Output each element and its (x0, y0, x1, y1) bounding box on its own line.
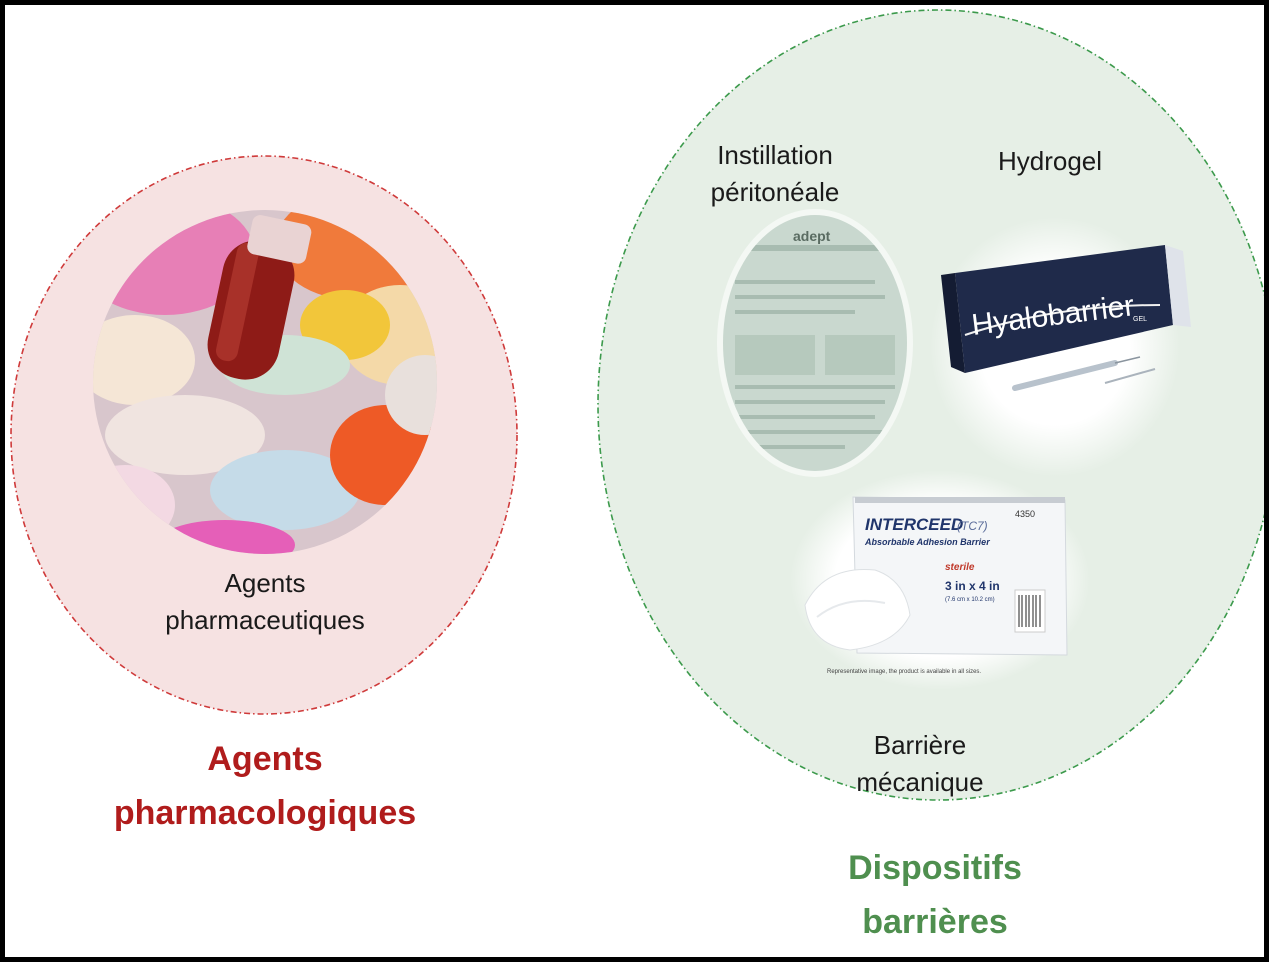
interceed-code-text: (TC7) (957, 519, 988, 533)
interceed-number-text: 4350 (1015, 509, 1035, 519)
hyalobarrier-image: Hyalobarrier GEL (930, 217, 1191, 477)
interceed-line1-text: Absorbable Adhesion Barrier (864, 537, 990, 547)
barrier-devices-circle (597, 9, 1264, 801)
hyalobarrier-sub-text: GEL (1133, 316, 1147, 323)
interceed-size-text: 3 in x 4 in (945, 579, 1000, 593)
interceed-size-metric-text: (7.6 cm x 10.2 cm) (945, 597, 995, 603)
adept-brand-text: adept (793, 228, 831, 244)
adept-bag-image: adept (717, 209, 913, 477)
interceed-sterile-text: sterile (945, 562, 975, 573)
diagram-canvas: adept Hyalobarrier GEL INTERCEED (TC7) 4… (10, 9, 1264, 801)
peritoneal-instillation-label: Instillation péritonéale (710, 140, 840, 207)
interceed-caption-text: Representative image, the product is ava… (827, 669, 981, 675)
barrier-devices-title: Dispositifs barrières (848, 849, 1022, 941)
mechanical-barrier-label: Barrière mécanique (856, 730, 984, 797)
hydrogel-label: Hydrogel (997, 146, 1103, 176)
interceed-image: INTERCEED (TC7) 4350 Absorbable Adhesion… (790, 470, 1090, 690)
pharmaceutical-agents-label: Agents pharmaceutiques (165, 568, 365, 635)
pharmacological-agents-title: Agents pharmacologiques (113, 740, 417, 832)
interceed-brand-text: INTERCEED (865, 515, 963, 534)
pills-photo (93, 210, 437, 554)
